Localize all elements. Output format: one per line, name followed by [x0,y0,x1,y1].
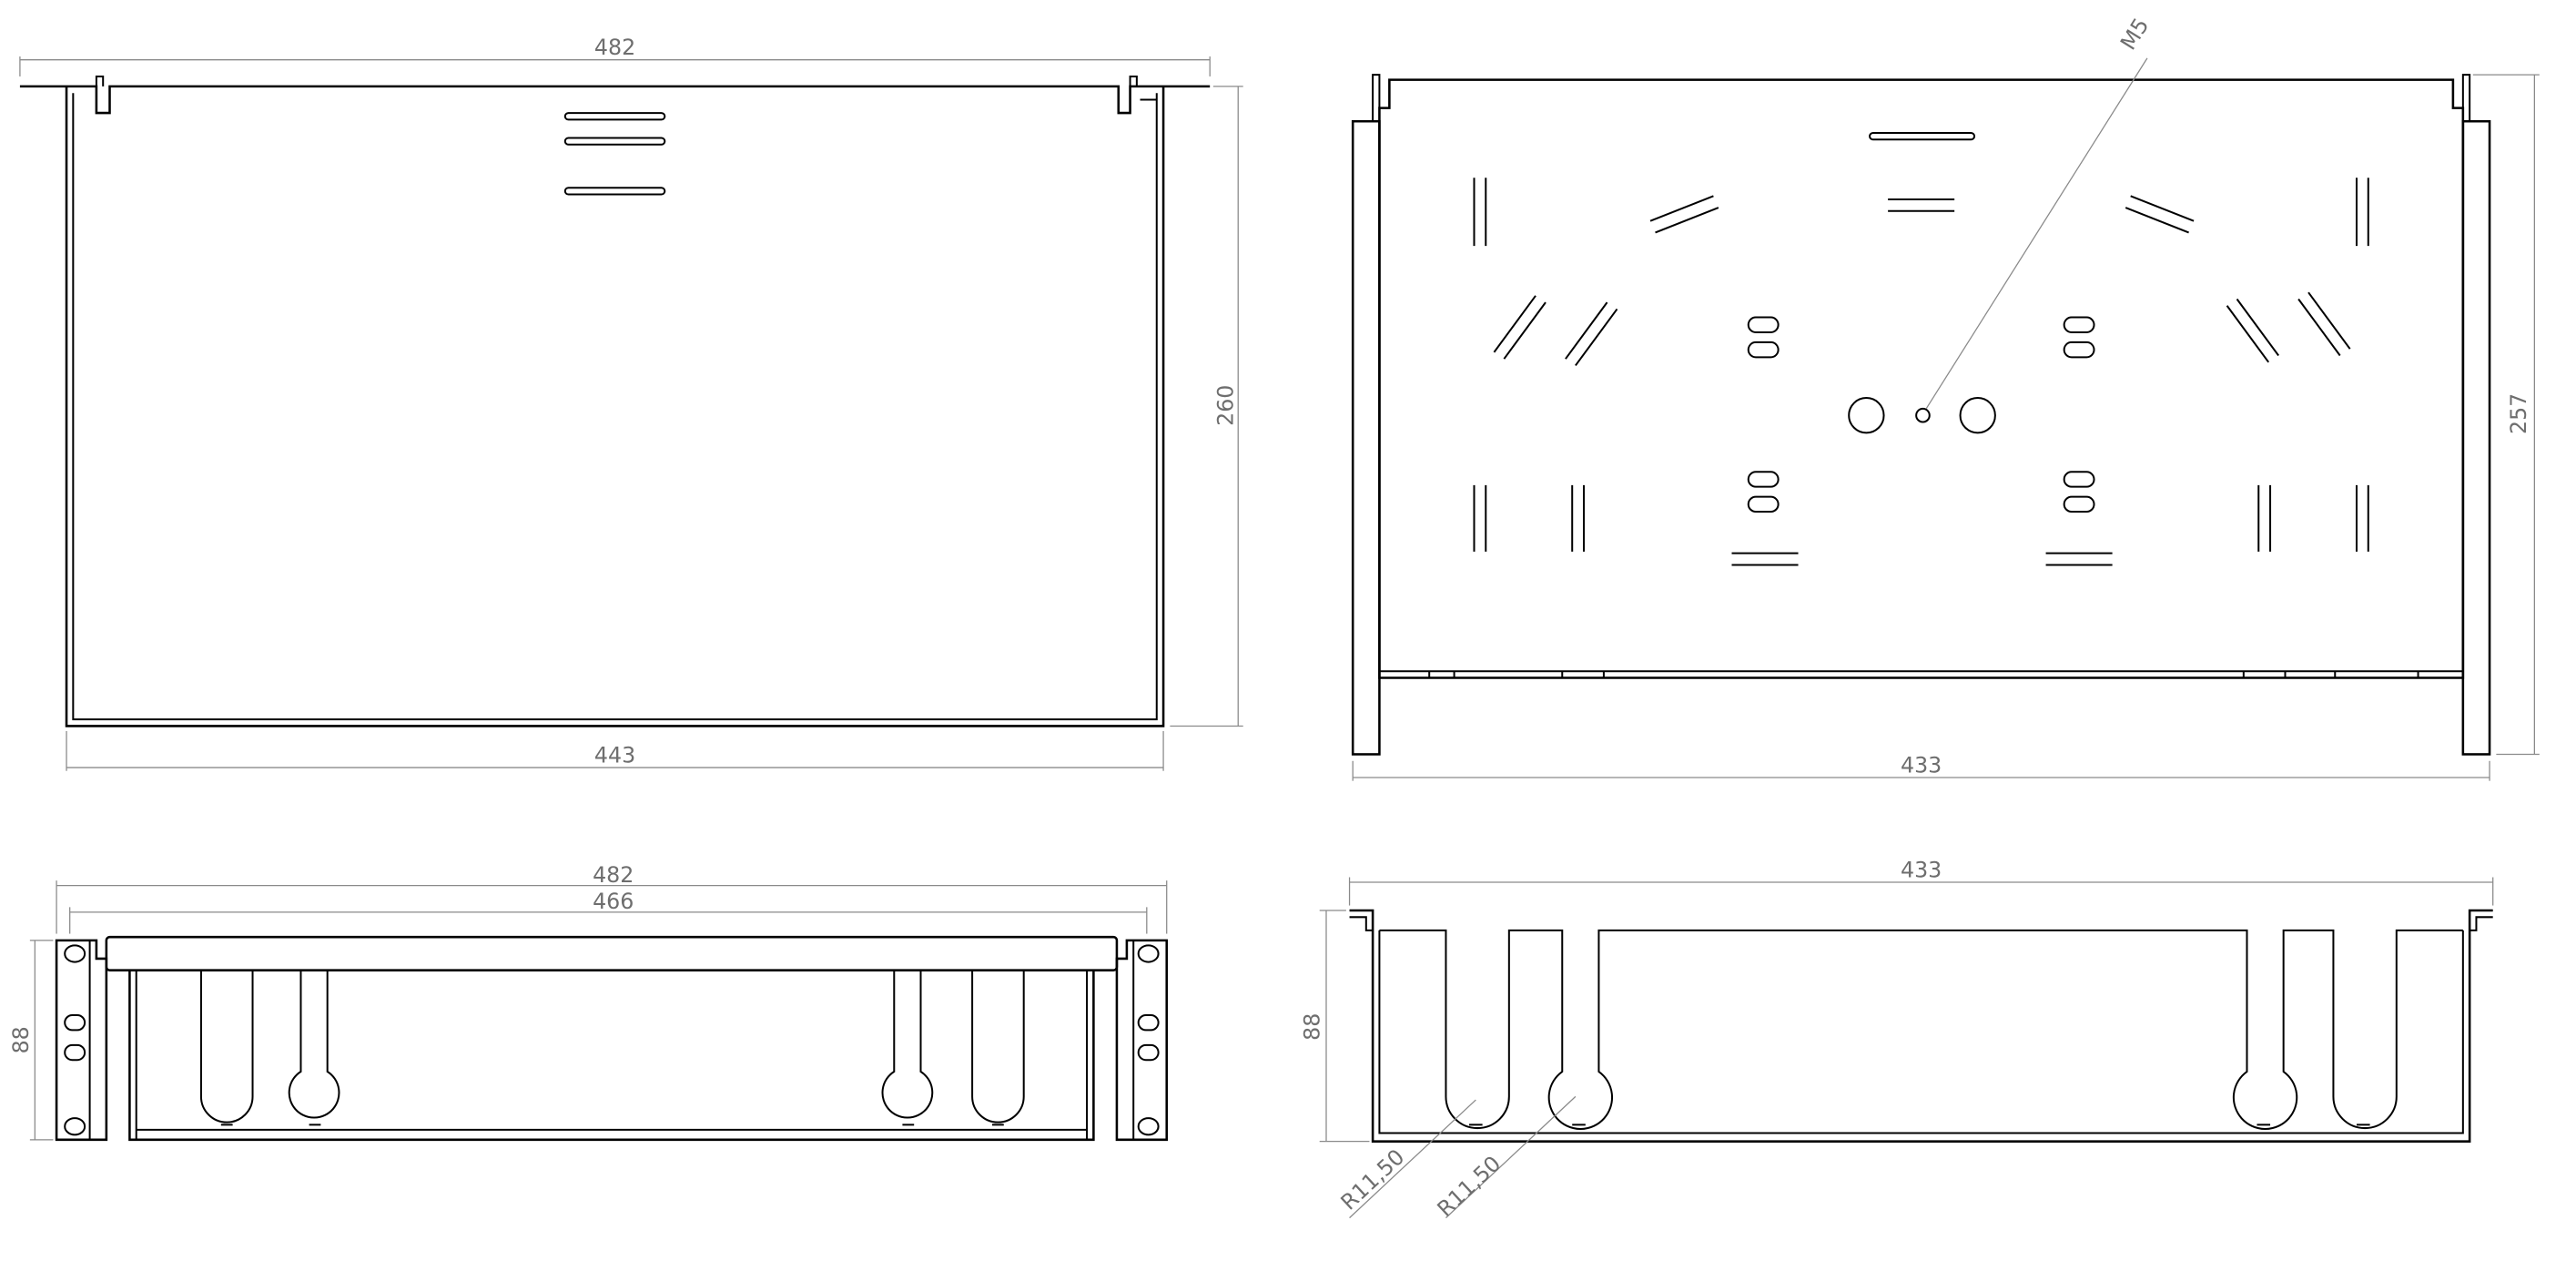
mount-hole [1137,944,1160,963]
oblong-hole [1747,316,1780,333]
slot-cutout [971,970,1025,1124]
cutout-profile [1379,929,2463,1130]
dim-inner-width: 466 [593,889,634,914]
oblong-hole [2063,316,2095,333]
left-flange [1351,119,1381,756]
shelf-outline-top-right [1378,78,2465,679]
mount-hole [1137,1117,1160,1136]
right-mounting-ear [1115,939,1168,1142]
vent-slot [563,137,666,146]
shelf-outline-top-left [19,85,1211,727]
view-front-left: 482 466 88 [8,862,1168,1142]
keyhole-cutout [881,970,934,1119]
view-top-right: M5 433 257 [1351,14,2540,781]
dim-width: 433 [1901,858,1942,883]
view-front-right: R11,50 R11,50 433 88 [1300,858,2494,1222]
shelf-profile-front-right [1349,909,2493,1143]
radius-callout-a: R11,50 [1336,1144,1410,1215]
oblong-hole [2063,341,2095,359]
view-top-left: 482 443 260 [19,35,1243,771]
dim-inner-width: 443 [594,743,635,768]
oblong-hole [1747,471,1780,488]
round-hole [1959,397,1996,434]
keyhole-cutout [288,970,340,1119]
oblong-hole [1747,495,1780,513]
oblong-hole [2063,471,2095,488]
dim-depth: 260 [1213,385,1239,426]
oblong-hole [2063,495,2095,513]
front-top-bar [105,935,1119,971]
right-flange [2461,119,2491,756]
slot-cutout [199,970,254,1124]
mount-slot [64,1013,86,1032]
dim-height: 88 [8,1026,34,1053]
oblong-hole [1747,341,1780,359]
left-mounting-ear [55,939,108,1142]
dim-overall-width: 482 [594,35,635,60]
round-hole [1848,397,1885,434]
dim-depth: 257 [2506,393,2531,434]
dim-overall-width: 482 [593,862,634,888]
mount-slot [1137,1013,1160,1032]
mount-hole [64,1117,86,1136]
m5-hole [1915,407,1931,423]
dim-height: 88 [1300,1013,1325,1041]
mount-slot [1137,1043,1160,1062]
mount-hole [64,944,86,963]
hole-callout-m5: M5 [2115,14,2155,55]
vent-slot [1869,131,1976,141]
mount-slot [64,1043,86,1062]
radius-callout-b: R11,50 [1432,1151,1506,1222]
dim-width: 433 [1901,753,1942,778]
vent-slot [563,112,666,121]
vent-slot [563,187,666,196]
